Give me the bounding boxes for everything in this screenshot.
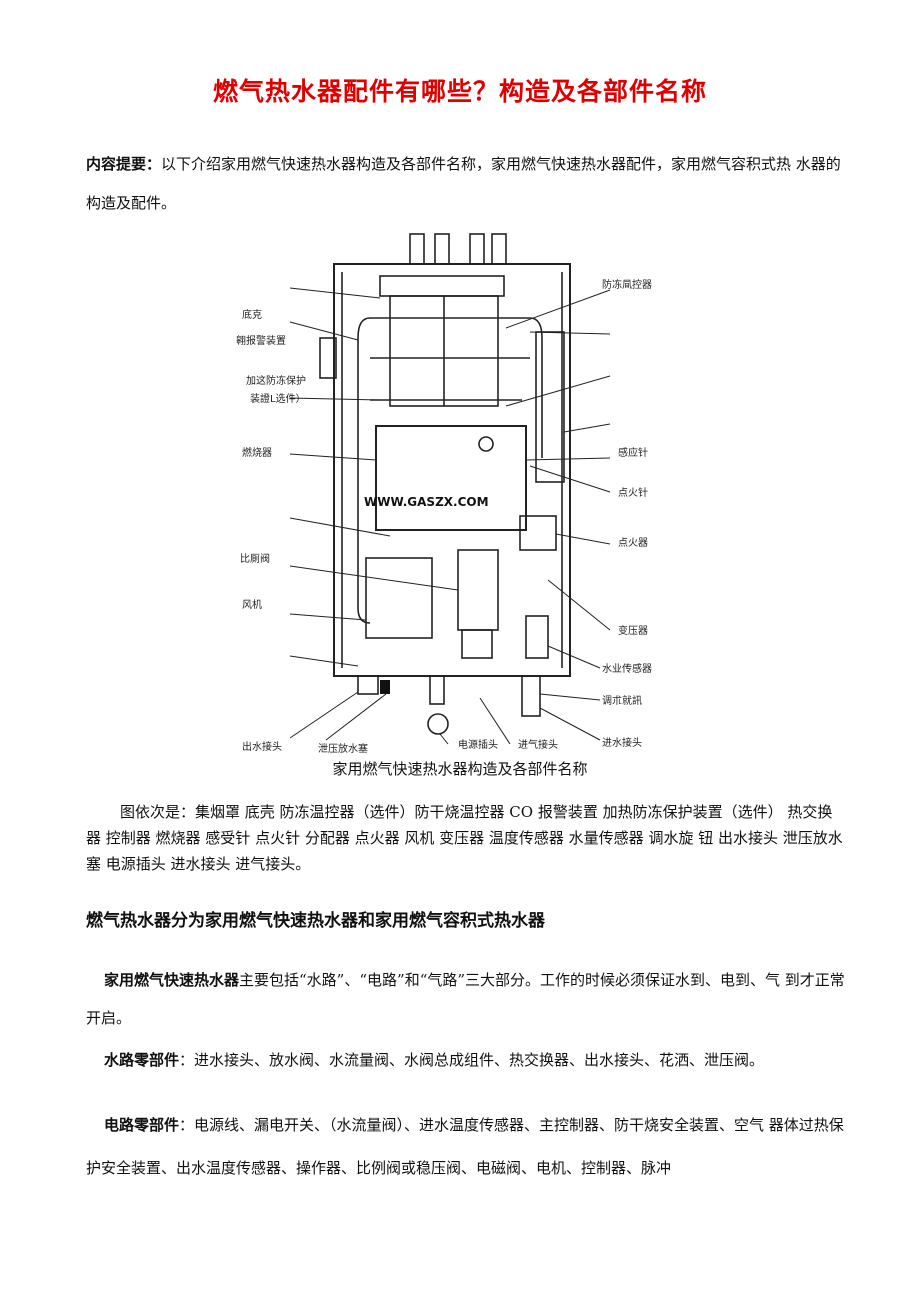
label-fan: 风机 bbox=[242, 598, 262, 611]
electric-parts-paragraph: 电路零部件：电源线、漏电开关、（水流量阀）、进水温度传感器、主控制器、防干烧安全… bbox=[86, 1104, 846, 1190]
summary-text: 以下介绍家用燃气快速热水器构造及各部件名称，家用燃气快速热水器配件，家用燃气容积… bbox=[86, 155, 841, 212]
label-adjust-knob: 调朮就訊 bbox=[602, 694, 642, 707]
label-antifreeze-controller: 防冻凬控器 bbox=[602, 278, 652, 291]
electric-parts-term: 电路零部件 bbox=[104, 1116, 180, 1134]
summary-paragraph: 内容提要：以下介绍家用燃气快速热水器构造及各部件名称，家用燃气快速热水器配件，家… bbox=[86, 145, 846, 223]
component-order-paragraph: 图依次是：集烟罩 底壳 防冻温控器（选件）防干烧温控器 CO 报警装置 加热防冻… bbox=[86, 803, 843, 873]
electric-parts-text: ：电源线、漏电开关、（水流量阀）、进水温度传感器、主控制器、防干烧安全装置、空气… bbox=[86, 1116, 844, 1177]
label-igniter: 点火器 bbox=[618, 537, 648, 549]
label-dike: 底克 bbox=[242, 308, 262, 321]
water-parts-text: ：进水接头、放水阀、水流量阀、水阀总成组件、热交换器、出水接头、花洒、泄压阀。 bbox=[179, 1051, 765, 1069]
figure-caption: 家用燃气快速热水器构造及各部件名称 bbox=[332, 760, 588, 778]
water-heater-diagram: WWW.GASZX.COM bbox=[230, 228, 680, 758]
water-parts-term: 水路零部件 bbox=[104, 1051, 180, 1069]
label-proportional-valve: 比厠阀 bbox=[240, 552, 270, 565]
page-title: 燃气热水器配件有哪些？构造及各部件名称 bbox=[212, 77, 707, 106]
label-water-sensor: 水业传感器 bbox=[602, 662, 652, 675]
label-antifreeze-2: 装證L选件） bbox=[250, 392, 306, 405]
label-burner: 燃烧器 bbox=[242, 446, 272, 459]
label-antifreeze-1: 加这防冻保护 bbox=[246, 374, 306, 387]
summary-label: 内容提要： bbox=[86, 155, 162, 173]
water-parts-paragraph: 水路零部件：进水接头、放水阀、水流量阀、水阀总成组件、热交换器、出水接头、花洒、… bbox=[104, 1042, 864, 1080]
label-sensor-pin: 感应针 bbox=[618, 446, 648, 459]
label-transformer: 变压器 bbox=[618, 624, 648, 637]
label-gas-inlet: 进气接头 bbox=[518, 738, 558, 751]
label-outlet: 出水接头 bbox=[242, 740, 282, 753]
diagram-watermark: WWW.GASZX.COM bbox=[364, 495, 489, 509]
label-ignition-pin: 点火针 bbox=[618, 486, 648, 499]
label-water-inlet: 进水接头 bbox=[602, 736, 642, 749]
section-heading: 燃气热水器分为家用燃气快速热水器和家用燃气容积式热水器 bbox=[86, 911, 545, 931]
quick-heater-term: 家用燃气快速热水器 bbox=[104, 971, 240, 989]
quick-heater-text: 主要包括“水路”、“电路”和“气路”三大部分。工作的时候必须保证水到、电到、气 … bbox=[86, 971, 845, 1027]
label-power-plug: 电源插头 bbox=[458, 738, 498, 751]
label-co-alarm: 翱报警装置 bbox=[236, 334, 286, 347]
label-relief-plug: 泄压放水塞 bbox=[318, 742, 368, 755]
quick-heater-paragraph: 家用燃气快速热水器主要包括“水路”、“电路”和“气路”三大部分。工作的时候必须保… bbox=[86, 962, 846, 1037]
